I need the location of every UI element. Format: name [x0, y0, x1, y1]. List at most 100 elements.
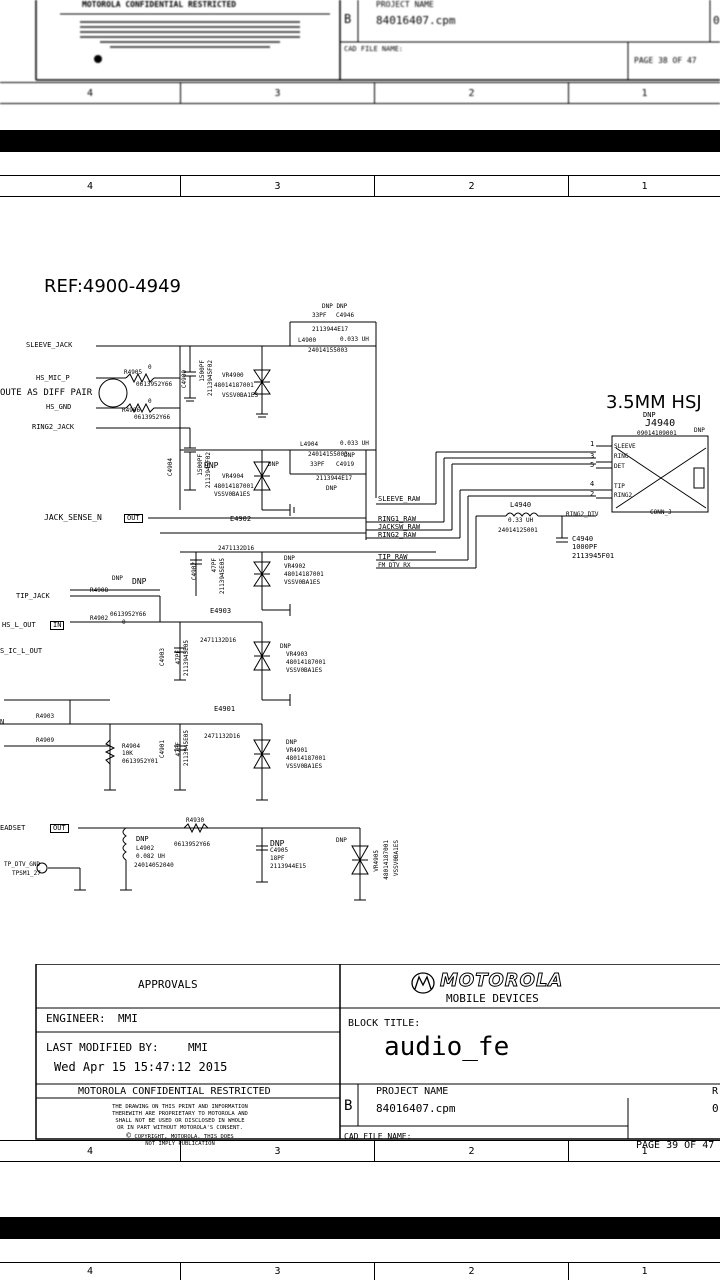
part-vr4905-ref: VR4905 [373, 850, 380, 872]
prev-confidential: MOTOROLA CONFIDENTIAL RESTRICTED [82, 0, 237, 9]
part-vr4902-pn: 48014187001 [284, 571, 324, 578]
hsj-pin-sleeve: SLEEVE [614, 443, 636, 450]
part-c4904-ref: C4904 [167, 458, 174, 477]
notice-line-5: © COPYRIGHT, MOTOROLA. THIS DOES [80, 1132, 280, 1141]
page-separator-band [0, 130, 720, 152]
port-ring2-jack: RING2_JACK [32, 423, 75, 431]
part-l4904-ref: L4904 [300, 441, 319, 448]
part-vr4900-pn: 48014187001 [214, 382, 254, 389]
port-hs-mic-p: HS_MIC_P [36, 374, 70, 382]
part-small-r-pn: 0613952Y66 [110, 611, 147, 618]
part-vr4902-ic: VSSV0BA1ES [284, 579, 321, 586]
part-c4946-pn: 2113944E17 [312, 326, 349, 333]
part-vr4901-ic: VSSV0BA1ES [286, 763, 323, 770]
part-c4940-pn: 2113945F01 [572, 552, 615, 560]
modified-date: Wed Apr 15 15:47:12 2015 [54, 1060, 228, 1074]
part-r4905-val: 0 [148, 364, 152, 371]
column-ruler-top: 4 3 2 1 [0, 175, 720, 197]
approvals-header: APPROVALS [138, 978, 198, 991]
hsj-title: 3.5MM HSJ [606, 392, 702, 413]
part-l4900-pn: 24014155003 [308, 347, 348, 354]
part-vr4905-ic: VSSV0BA1ES [393, 840, 400, 877]
notice-line-1: THE DRAWING ON THIS PRINT AND INFORMATIO… [112, 1104, 248, 1110]
part-e4903-ref: E4903 [210, 607, 232, 615]
block-title-label: BLOCK TITLE: [348, 1018, 421, 1029]
prev-column-ruler: 4 3 2 1 [0, 82, 720, 104]
ruler-col-3: 3 [180, 83, 374, 103]
notice-line-5-text: COPYRIGHT, MOTOROLA. THIS DOES [134, 1134, 234, 1140]
project-name-label: PROJECT NAME [376, 1086, 449, 1097]
part-c4919-dnp: DNP [326, 485, 337, 492]
part-r4906-ref: R4906 [122, 407, 141, 414]
part-l4900-ref: L4900 [298, 337, 317, 344]
prev-rev-letter: B [344, 12, 352, 26]
part-vr4904-ref: VR4904 [222, 473, 244, 480]
hsj-pin-num-4: 4 [590, 480, 595, 488]
hsj-pin-num-2: 2 [590, 490, 595, 498]
port-tpsm: TPSM1_27 [12, 870, 41, 877]
next-column-ruler: 4 3 2 1 [0, 1262, 720, 1280]
port-eadset: EADSET [0, 824, 26, 832]
part-vr4902-ref: VR4902 [284, 563, 306, 570]
part-c4900-ref: C4900 [181, 370, 188, 389]
part-r4904-val: 10K [122, 750, 133, 757]
part-small-r4909: R4909 [36, 737, 55, 744]
part-c4900-pn: 2113945F02 [207, 360, 214, 397]
part-vr4900-ic: VSSV0BA1ES [222, 392, 259, 399]
ruler-col-2: 2 [374, 1263, 568, 1280]
part-vr4901-pn: 48014187001 [286, 755, 326, 762]
prev-titleblock-lines [35, 0, 720, 81]
net-tip-raw: TIP_RAW [378, 553, 408, 561]
prev-right-edge: 0 [713, 14, 720, 27]
part-small-zero: 0 [122, 619, 126, 626]
part-c4919-pn: 2113944E17 [316, 475, 353, 482]
hsj-pin-ring: RING [614, 453, 629, 460]
part-small-dnp-2: DNP [132, 577, 147, 586]
part-l4940-ref: L4940 [510, 501, 532, 509]
part-c4905-pn: 2113944E15 [270, 863, 307, 870]
part-vr4904-pn: 48014187001 [214, 483, 254, 490]
part-r4905-ref: R4905 [124, 369, 143, 376]
part-c4919-ref: C4919 [336, 461, 355, 468]
page-number: PAGE 39 OF 47 [636, 1140, 715, 1151]
part-c4903-pn: 2113945E05 [183, 640, 190, 677]
net-jacksw-raw: JACKSW_RAW [378, 523, 421, 531]
prev-page-titleblock: MOTOROLA CONFIDENTIAL RESTRICTED B PROJE… [0, 0, 720, 82]
prev-cad-label: CAD FILE NAME: [344, 45, 404, 53]
part-c4902-ref: C4902 [191, 562, 198, 581]
part-vr4903-ic: VSSV0BA1ES [286, 667, 323, 674]
rev-letter: B [344, 1098, 353, 1114]
part-r4906-val: 0 [148, 398, 152, 405]
part-e4903-pn: 2471132D16 [200, 637, 237, 644]
copyright-icon: © [126, 1131, 132, 1140]
notice-line-4: OR IN PART WITHOUT MOTOROLA'S CONSENT. [117, 1125, 243, 1131]
ruler-col-4: 4 [86, 180, 94, 192]
part-vr4904-dnp2: DNP [268, 461, 279, 468]
part-c4940-ref: C4940 [572, 535, 594, 543]
part-vr4901-ref: VR4901 [286, 747, 308, 754]
proprietary-notice: THE DRAWING ON THIS PRINT AND INFORMATIO… [80, 1104, 280, 1148]
prev-notice-lines [70, 18, 310, 51]
engineer-value: MMI [118, 1012, 138, 1025]
port-jack-sense-n: JACK_SENSE_N [44, 513, 102, 522]
part-r4906-pn: 0613952Y66 [134, 414, 171, 421]
hsj-pin-ring2: RING2 [614, 492, 633, 499]
ruler-col-1: 1 [568, 176, 720, 196]
ref-designator-range: REF:4900-4949 [44, 276, 182, 297]
ruler-col-2: 2 [374, 176, 568, 196]
part-small-r4902: R4902 [90, 615, 109, 622]
part-l4902-ref: L4902 [136, 845, 155, 852]
ruler-col-1: 1 [568, 1141, 720, 1161]
ruler-col-3: 3 [180, 1263, 374, 1280]
part-small-r4908: R4908 [90, 587, 109, 594]
part-c4904-pn: 2113945F02 [205, 452, 212, 489]
net-ring1-raw: RING1_RAW [378, 515, 416, 523]
part-l4904-pn: 24014155003 [308, 451, 348, 458]
port-s-ic-l-out: S_IC_L_OUT [0, 647, 43, 655]
hsj-dnp-right: DNP [694, 427, 705, 434]
part-c4900-val: 1500PF [199, 360, 206, 382]
part-r4905-pn: 0613952Y66 [136, 381, 173, 388]
hsj-part-number: 09014109001 [637, 430, 677, 437]
part-c4901-pn: 2113945E05 [183, 730, 190, 767]
part-l4902-val: 0.082 UH [136, 853, 165, 860]
